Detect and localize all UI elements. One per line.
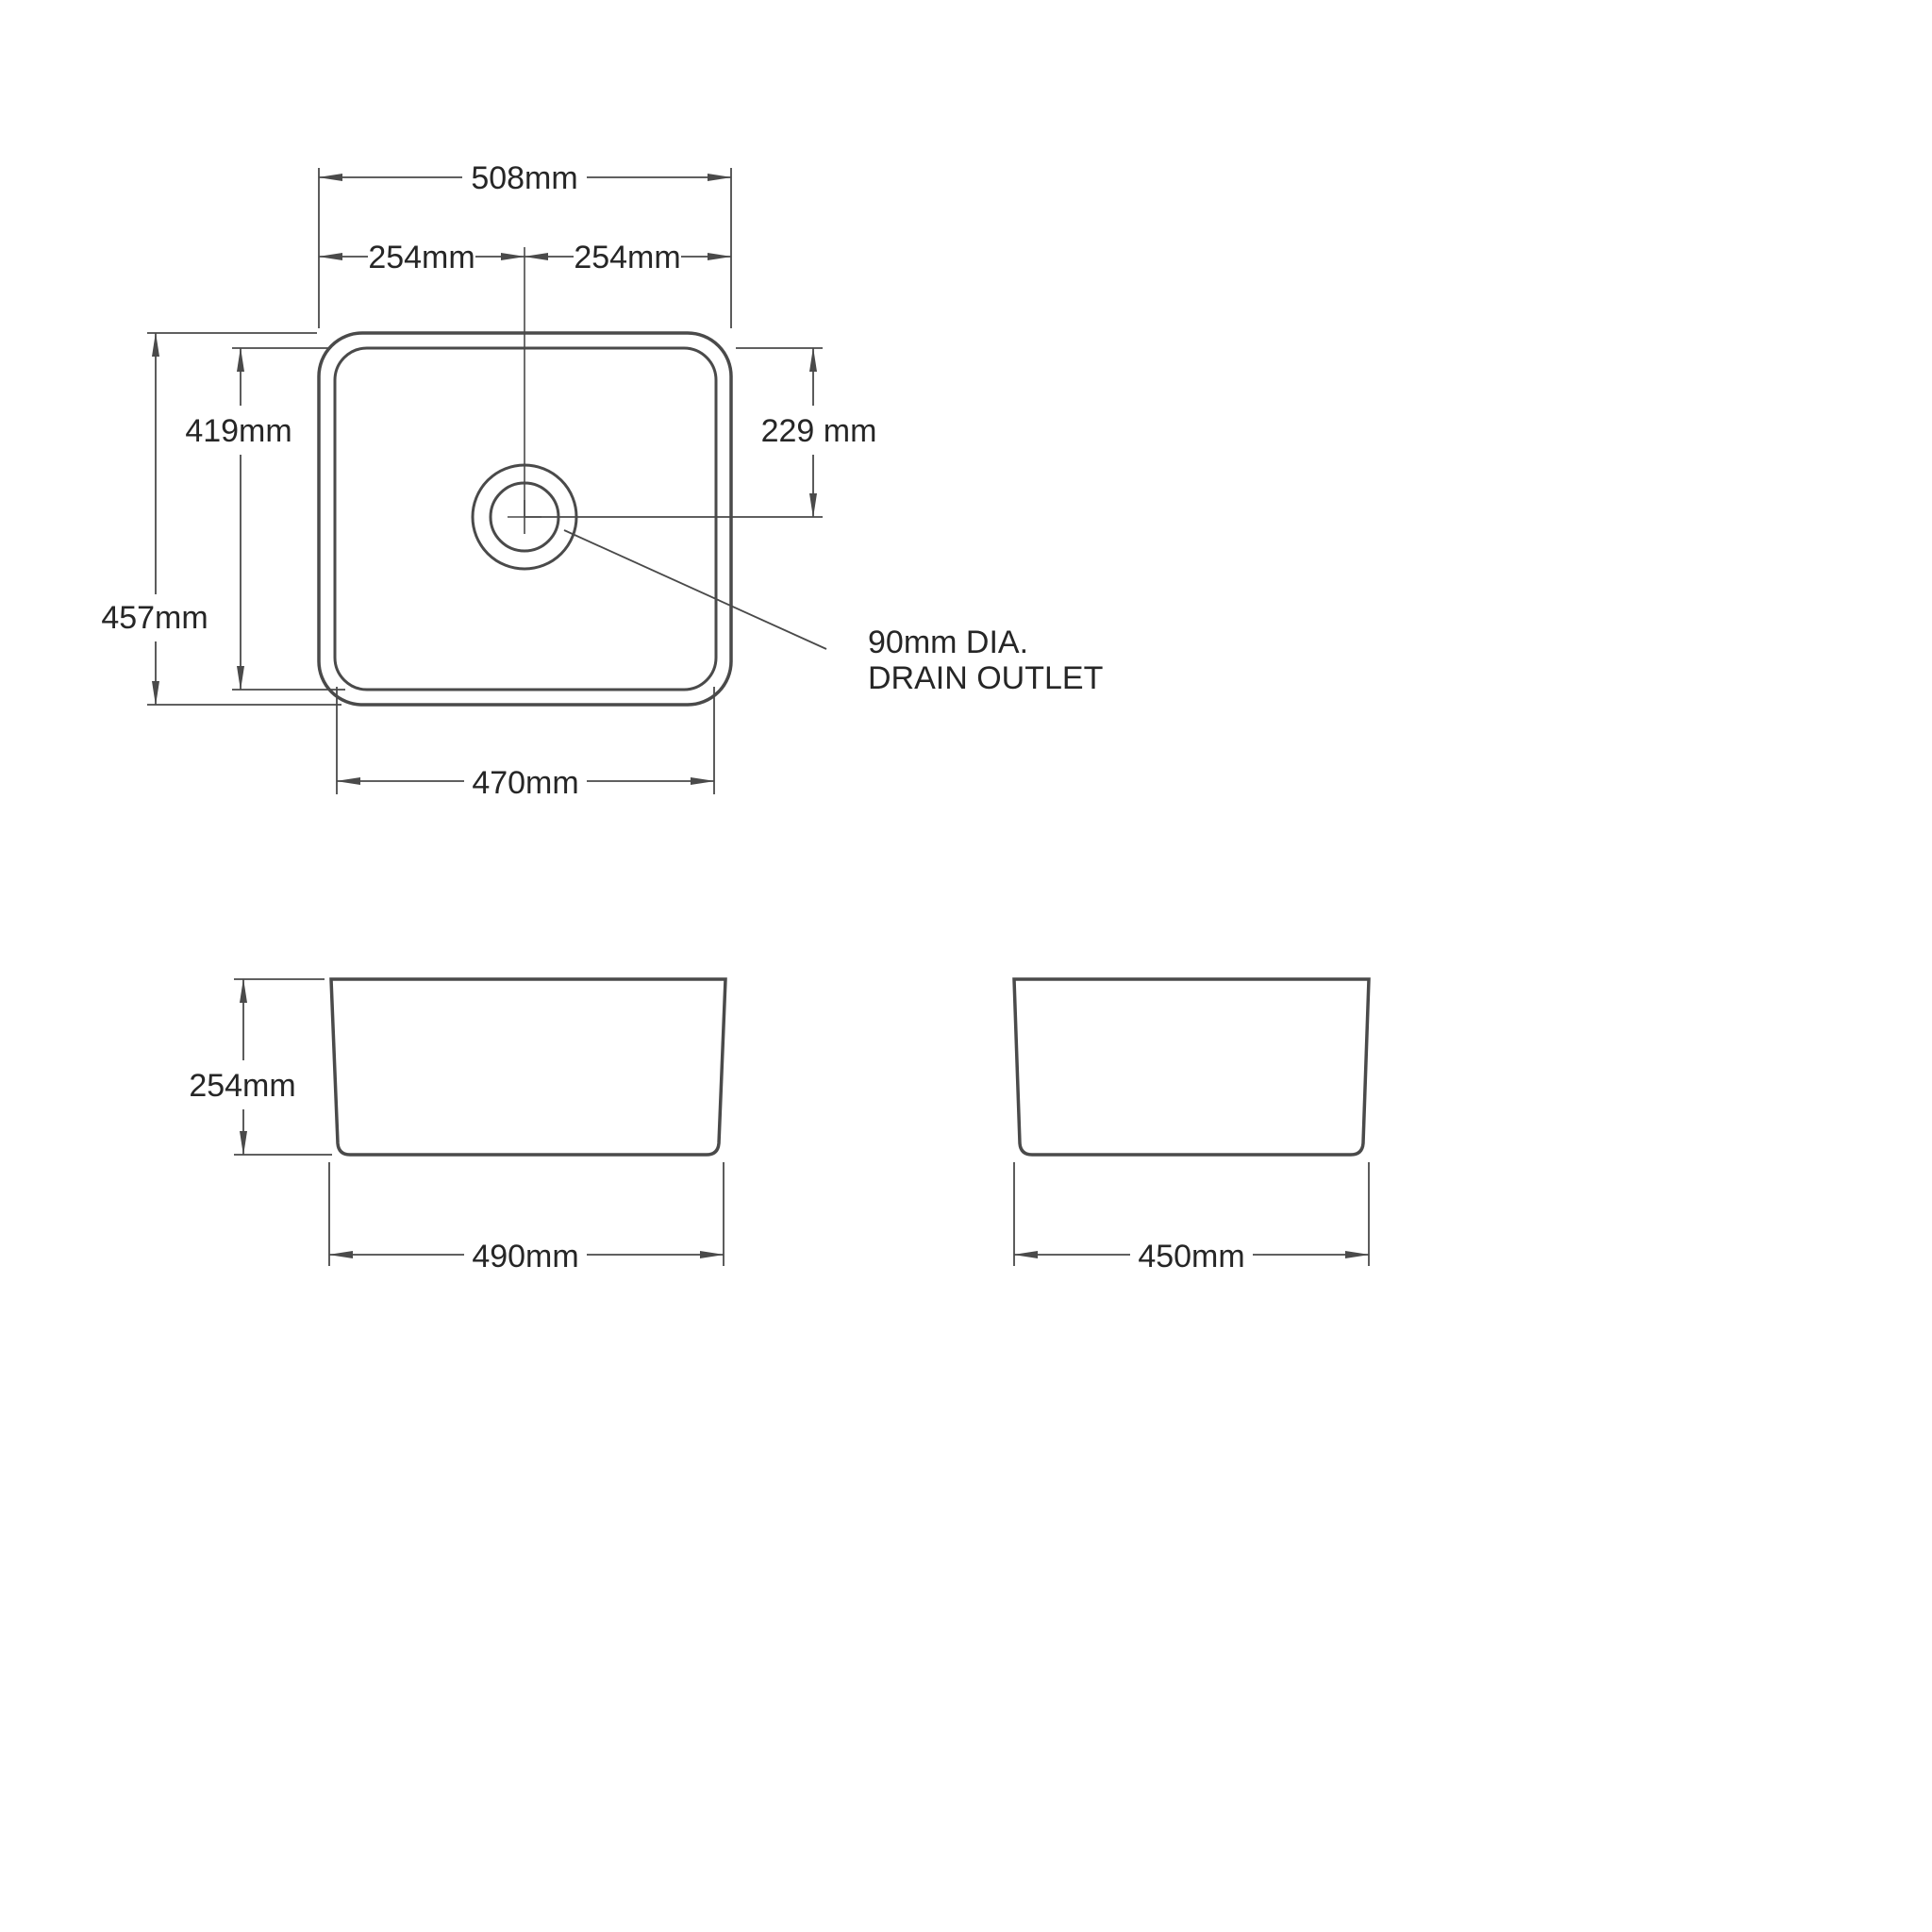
dimension-label: 490mm bbox=[472, 1239, 578, 1274]
dimension-label: 457mm bbox=[101, 600, 208, 636]
dim-drain-offset: 229 mm bbox=[525, 347, 877, 518]
dimension-label: 508mm bbox=[471, 160, 577, 196]
side-outline bbox=[1012, 977, 1371, 1157]
dim-bowl-depth: 419mm bbox=[185, 347, 345, 691]
dim-front-height: 254mm bbox=[189, 978, 332, 1156]
dimension-label: 229 mm bbox=[761, 413, 877, 449]
drain-annotation-line2: DRAIN OUTLET bbox=[868, 660, 1103, 696]
sink-bowl-outline bbox=[333, 346, 718, 691]
dimension-label: 254mm bbox=[574, 240, 680, 275]
top-view bbox=[317, 247, 733, 707]
drain-annotation-line1: 90mm DIA. bbox=[868, 625, 1028, 660]
dim-side-width: 450mm bbox=[1013, 1162, 1370, 1274]
dim-center-halves: 254mm 254mm bbox=[318, 240, 732, 275]
dimension-label: 254mm bbox=[368, 240, 475, 275]
dim-front-width: 490mm bbox=[328, 1162, 724, 1274]
front-outline bbox=[329, 977, 727, 1157]
side-view bbox=[1012, 977, 1371, 1157]
dimension-label: 450mm bbox=[1138, 1239, 1244, 1274]
dimension-label: 254mm bbox=[189, 1068, 295, 1104]
dim-bowl-width: 470mm bbox=[336, 687, 715, 801]
dimension-label: 470mm bbox=[472, 765, 578, 801]
dimension-label: 419mm bbox=[185, 413, 291, 449]
dim-overall-width: 508mm bbox=[318, 160, 732, 328]
front-view bbox=[329, 977, 727, 1157]
dim-overall-depth: 457mm bbox=[101, 332, 341, 706]
drain-annotation: 90mm DIA. DRAIN OUTLET bbox=[563, 529, 1103, 696]
leader-line bbox=[563, 529, 827, 650]
